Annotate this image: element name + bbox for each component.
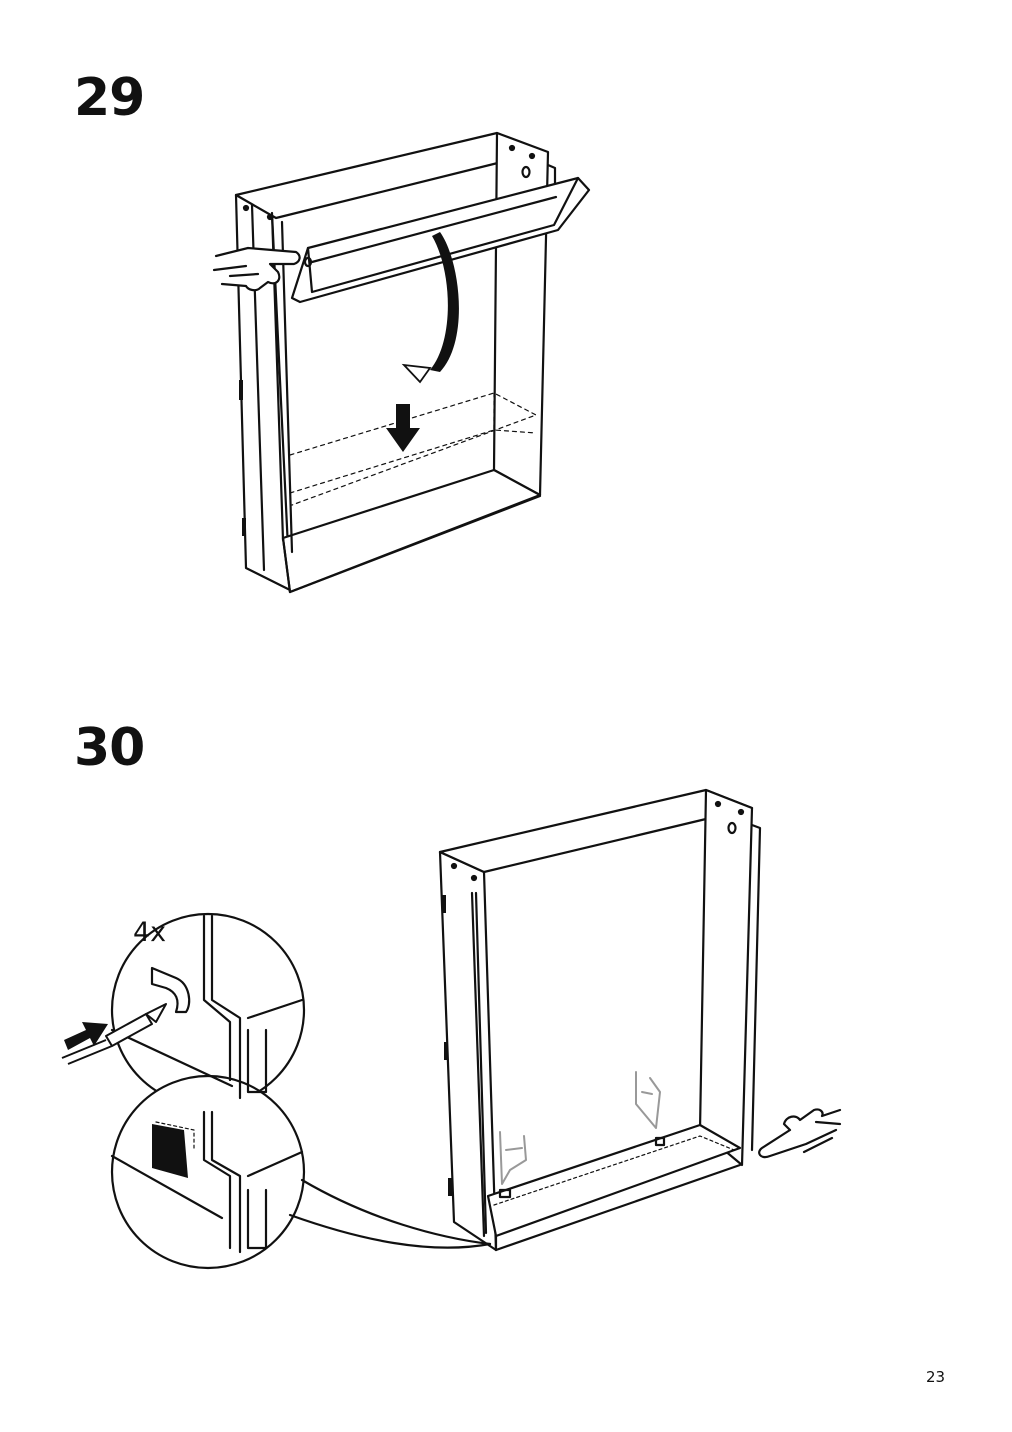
cabinet-bottom [488, 1125, 740, 1236]
knife-tool-icon [62, 1004, 166, 1064]
step-number-29: 29 [74, 68, 145, 128]
page-number: 23 [926, 1368, 946, 1386]
quantity-label: 4x [133, 917, 167, 948]
step-number-30: 30 [74, 718, 145, 778]
down-arrow-icon [386, 404, 420, 452]
right-arrow-icon [64, 1022, 108, 1050]
step-29-illustration [0, 0, 1012, 660]
pointing-hand-icon [214, 248, 300, 290]
pointing-hand-icon [759, 1109, 840, 1157]
curved-arrow-icon [430, 232, 459, 372]
cabinet-right-side [700, 790, 752, 1165]
ghost-hand-icon [500, 1072, 660, 1184]
callout-leader [290, 1215, 490, 1248]
